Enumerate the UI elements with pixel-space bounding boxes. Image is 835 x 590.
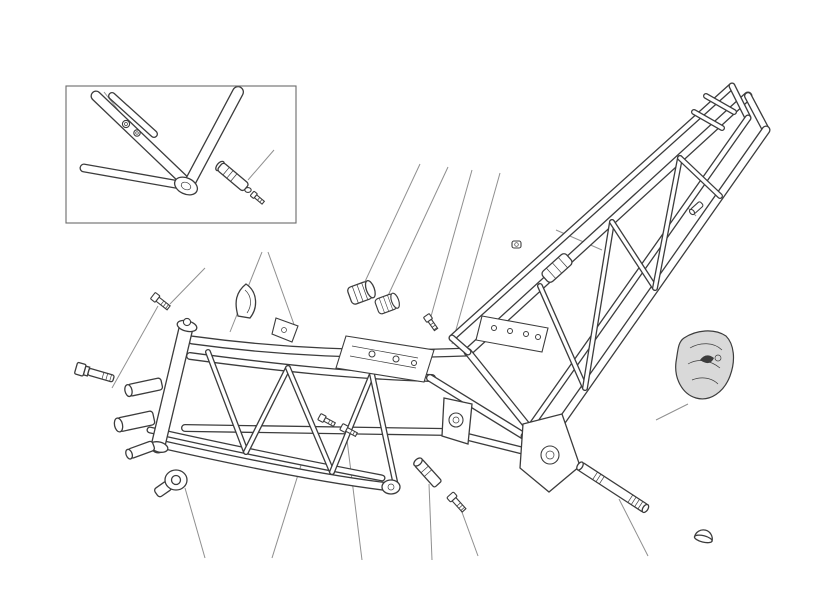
gusset-plate — [675, 330, 735, 400]
frame-tube-inner — [449, 335, 471, 355]
small-bolt — [423, 313, 439, 332]
inset-detail-box — [65, 85, 297, 224]
cap-nut — [693, 529, 713, 544]
frame-tube-inner — [745, 93, 769, 133]
leader-line — [655, 403, 689, 421]
rubber-bushing-1 — [347, 280, 376, 305]
spacer — [413, 457, 442, 488]
frame-tube-inner — [156, 440, 394, 491]
frame-tube-inner — [464, 92, 752, 356]
frame-tube-inner — [427, 375, 527, 439]
rubber-bushing-2 — [374, 292, 400, 315]
inset-screw — [250, 190, 266, 205]
frame-tube-inner — [206, 350, 248, 454]
leader-line — [361, 163, 421, 289]
frame-tube-inner — [91, 91, 193, 189]
frame-tube-inner — [653, 156, 682, 290]
pivot-bolt — [576, 461, 650, 514]
leader-line — [271, 461, 303, 559]
leader-line — [618, 498, 649, 557]
frame-tube-inner — [678, 156, 722, 198]
inset-washer — [244, 187, 252, 193]
lower-rail-end — [381, 479, 401, 495]
headlight-stay — [235, 283, 257, 319]
leader-line — [267, 251, 297, 331]
leader-line — [247, 149, 275, 181]
frame-tube-inner — [538, 284, 587, 390]
frame-tube-inner — [151, 321, 193, 453]
leader-line — [111, 305, 159, 389]
rail-sleeve — [541, 253, 573, 283]
leader-line — [184, 487, 206, 559]
frame-tube-inner — [610, 220, 657, 290]
front-mount-cylinder-1 — [124, 377, 164, 398]
pivot-plate — [519, 413, 581, 493]
frame-tube-inner — [729, 83, 751, 121]
leader-line — [385, 166, 449, 301]
diagram-parts — [65, 85, 735, 544]
frame-tube-inner — [370, 372, 398, 488]
leader-line — [451, 172, 501, 345]
front-mount-cylinder-3 — [125, 440, 156, 460]
frame-tube-inner — [704, 94, 736, 114]
small-bracket — [271, 317, 299, 343]
stem-nut — [182, 317, 192, 327]
center-bolt-2 — [339, 423, 359, 438]
inset-pin — [215, 160, 249, 192]
front-screw — [150, 292, 171, 311]
leader-line — [346, 439, 363, 561]
frame-tube-inner — [147, 427, 385, 481]
inset-nut-2 — [133, 129, 141, 137]
frame-tube-inner — [183, 87, 243, 191]
front-mount-cylinder-2 — [113, 410, 156, 433]
frame-tube-inner — [286, 366, 334, 474]
inset-nut-1 — [121, 119, 131, 129]
front-mount-bolt — [74, 361, 115, 383]
frame-tube-inner — [521, 115, 751, 439]
frame-tube-inner — [244, 366, 290, 454]
frame-tube-inner — [330, 372, 374, 474]
pivot-bracket — [441, 397, 473, 445]
frame-tube-inner — [109, 93, 157, 137]
inset-junction-cylinder — [173, 176, 199, 196]
leader-line — [169, 267, 206, 305]
tail-pin — [688, 201, 704, 216]
frame-tube-inner — [80, 164, 190, 190]
crossmember-plate — [475, 315, 549, 353]
headlight-stay-inner — [244, 289, 251, 314]
leader-line — [429, 169, 473, 321]
tray-plate — [335, 335, 435, 383]
center-bolt-1 — [317, 413, 337, 428]
frame-tube-inner — [536, 126, 770, 456]
frame-tube-inner — [692, 110, 724, 130]
leader-line — [428, 483, 433, 561]
rail-clamp — [511, 240, 522, 249]
frame-tube-inner — [449, 83, 735, 341]
frame-tubes — [79, 82, 771, 492]
front-bushing — [154, 469, 188, 498]
small-screw — [446, 491, 467, 513]
frame-tube-inner — [583, 220, 614, 390]
